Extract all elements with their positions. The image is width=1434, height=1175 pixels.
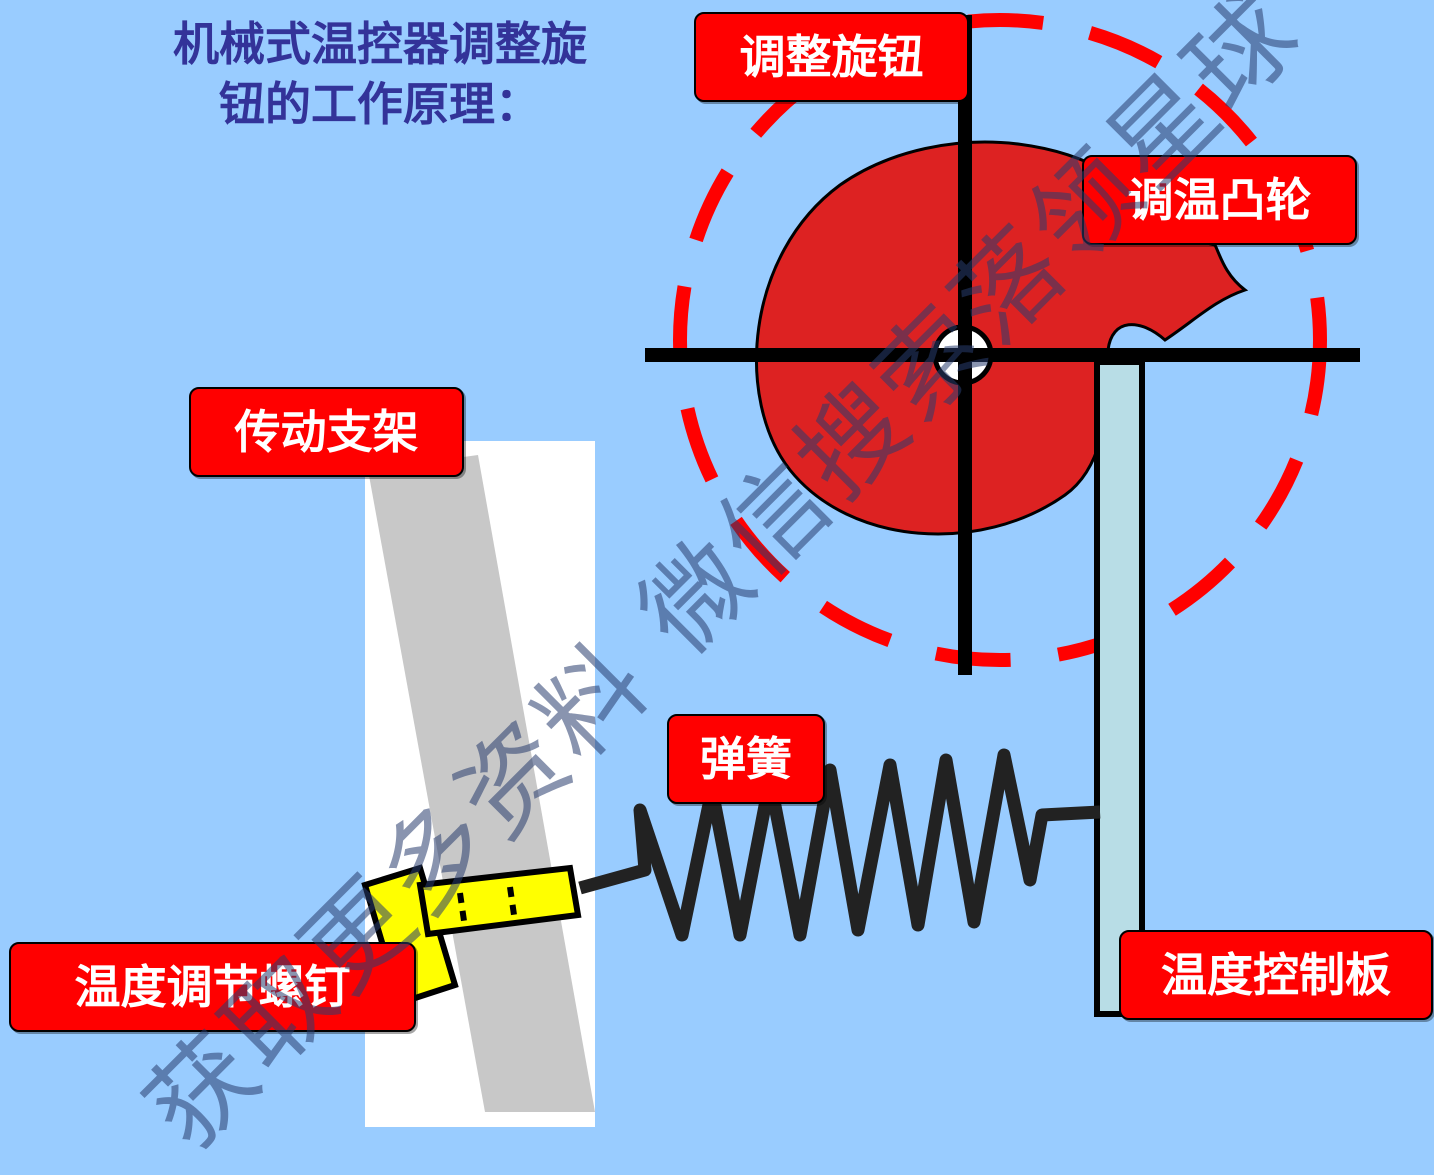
title-line-1: 机械式温控器调整旋 (173, 17, 587, 71)
transmission-bracket (368, 455, 595, 1112)
label-cam: 调温凸轮 (1082, 155, 1357, 245)
title-line-2: 钮的工作原理： (219, 77, 541, 131)
page-title: 机械式温控器调整旋 钮的工作原理： (110, 14, 650, 134)
temperature-control-plate (1094, 359, 1145, 1017)
label-spring: 弹簧 (667, 714, 825, 804)
spring (578, 748, 1101, 942)
label-screw: 温度调节螺钉 (9, 942, 416, 1032)
label-plate: 温度控制板 (1119, 930, 1433, 1020)
knob-dashed-circle (673, 13, 1327, 667)
label-knob: 调整旋钮 (694, 12, 969, 102)
label-bracket: 传动支架 (189, 387, 464, 477)
temperature-adjust-screw (361, 864, 582, 1007)
